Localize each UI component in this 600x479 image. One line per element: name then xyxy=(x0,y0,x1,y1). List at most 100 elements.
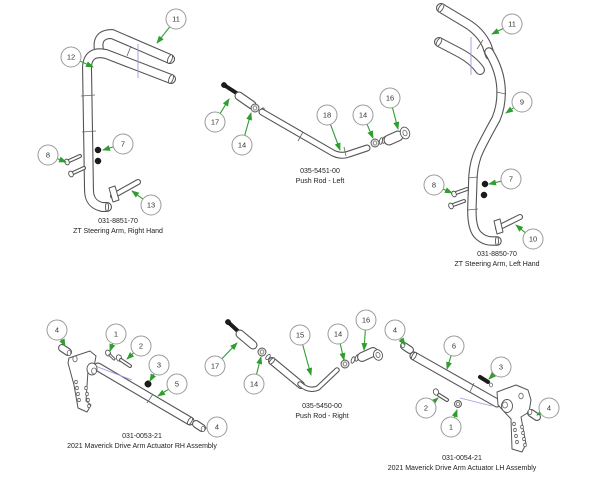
callout-4: 4 xyxy=(46,319,68,347)
callout-number: 14 xyxy=(334,330,342,339)
callout-arrow-icon xyxy=(102,145,114,151)
callout-circle xyxy=(316,104,338,126)
callout-number: 2 xyxy=(139,342,143,351)
callout-12: 12 xyxy=(60,46,94,68)
callout-10: 10 xyxy=(515,224,544,250)
callout-17: 17 xyxy=(204,98,230,133)
callout-circle xyxy=(148,354,170,376)
callout-arrow-icon xyxy=(536,408,545,416)
callout-number: 10 xyxy=(529,235,537,244)
nut-icon xyxy=(94,157,102,165)
callout-arrow-icon xyxy=(366,123,374,139)
callout-arrow-icon xyxy=(149,373,157,382)
callout-number: 1 xyxy=(114,330,118,339)
callout-7: 7 xyxy=(488,168,522,190)
part-label-push-rod-right: 035-5450-00 Push Rod - Right xyxy=(295,402,348,421)
callout-number: 18 xyxy=(323,111,331,120)
callout-number: 14 xyxy=(238,141,246,150)
callout-number: 14 xyxy=(250,380,258,389)
part-name: Push Rod - Left xyxy=(295,177,345,185)
callout-circle xyxy=(511,91,533,113)
callout-number: 2 xyxy=(424,404,428,413)
callout-4: 4 xyxy=(536,397,560,419)
callout-16: 16 xyxy=(379,87,401,130)
nut-icon xyxy=(340,359,350,369)
callout-1: 1 xyxy=(440,409,462,438)
callout-circle xyxy=(500,168,522,190)
callout-arrow-icon xyxy=(515,224,526,234)
actuator-rh-drawing xyxy=(58,344,206,432)
callout-18: 18 xyxy=(316,104,341,151)
callout-number: 3 xyxy=(157,361,161,370)
callout-4: 4 xyxy=(205,416,228,438)
callout-11: 11 xyxy=(491,13,523,35)
callout-arrow-icon xyxy=(339,343,346,361)
callout-arrow-icon xyxy=(430,397,439,405)
callout-number: 7 xyxy=(509,175,513,184)
part-number: 035-5450-00 xyxy=(302,403,342,410)
callout-8: 8 xyxy=(37,144,67,166)
callout-15: 15 xyxy=(289,324,313,376)
callout-number: 17 xyxy=(211,362,219,371)
callout-circle xyxy=(501,13,523,35)
part-label-steering-arm-left: 031-8850-70 ZT Steering Arm, Left Hand xyxy=(454,250,539,269)
set-screw-icon xyxy=(478,375,490,384)
callout-14: 14 xyxy=(352,104,374,139)
callout-number: 4 xyxy=(393,326,397,335)
callout-17: 17 xyxy=(204,342,238,377)
callout-8: 8 xyxy=(423,174,453,196)
steering-arm-left-drawing xyxy=(434,3,523,246)
nut-icon xyxy=(250,103,260,113)
callout-number: 9 xyxy=(520,98,524,107)
part-number: 031-0054-21 xyxy=(442,455,482,462)
callout-arrow-icon xyxy=(57,156,67,163)
callout-arrow-icon xyxy=(398,337,406,346)
callout-arrow-icon xyxy=(255,356,263,375)
callout-circle xyxy=(352,104,374,126)
part-name: ZT Steering Arm, Right Hand xyxy=(73,227,163,235)
callout-number: 1 xyxy=(449,423,453,432)
callout-arrow-icon xyxy=(126,352,135,360)
part-drawings xyxy=(58,3,541,453)
callout-circle xyxy=(538,397,560,419)
callout-arrow-icon xyxy=(446,355,452,370)
part-name: ZT Steering Arm, Left Hand xyxy=(454,260,540,268)
nut-icon xyxy=(94,146,102,154)
callout-arrow-icon xyxy=(488,179,502,186)
callout-number: 8 xyxy=(432,181,436,190)
callout-11: 11 xyxy=(156,8,187,44)
callout-number: 11 xyxy=(172,15,180,24)
callout-circle xyxy=(46,319,68,341)
callout-arrow-icon xyxy=(451,409,458,418)
callout-4: 4 xyxy=(384,319,406,346)
callout-circle xyxy=(289,324,311,346)
callout-13: 13 xyxy=(131,190,162,216)
callout-arrow-icon xyxy=(361,329,368,351)
callout-circle xyxy=(166,373,188,395)
callout-arrow-icon xyxy=(488,371,497,380)
callout-number: 16 xyxy=(362,316,370,325)
callout-7: 7 xyxy=(102,133,134,155)
callout-16: 16 xyxy=(355,309,377,351)
callout-3: 3 xyxy=(488,356,512,380)
callout-circle xyxy=(490,356,512,378)
set-screw-icon xyxy=(144,380,152,388)
callout-2: 2 xyxy=(415,397,439,419)
part-label-steering-arm-right: 031-8851-70 ZT Steering Arm, Right Hand xyxy=(73,217,163,236)
callout-circle xyxy=(206,416,228,438)
callout-circle xyxy=(37,144,59,166)
callout-arrow-icon xyxy=(221,342,238,360)
callout-arrow-icon xyxy=(59,338,66,347)
callout-14: 14 xyxy=(243,356,265,395)
callout-circle xyxy=(415,397,437,419)
part-number: 035-5451-00 xyxy=(300,168,340,175)
callout-circle xyxy=(423,174,445,196)
callout-number: 4 xyxy=(547,404,551,413)
callout-5: 5 xyxy=(157,373,188,397)
part-number: 031-8850-70 xyxy=(477,251,517,258)
callout-arrow-icon xyxy=(156,26,171,44)
push-rod-left-drawing xyxy=(221,82,411,159)
